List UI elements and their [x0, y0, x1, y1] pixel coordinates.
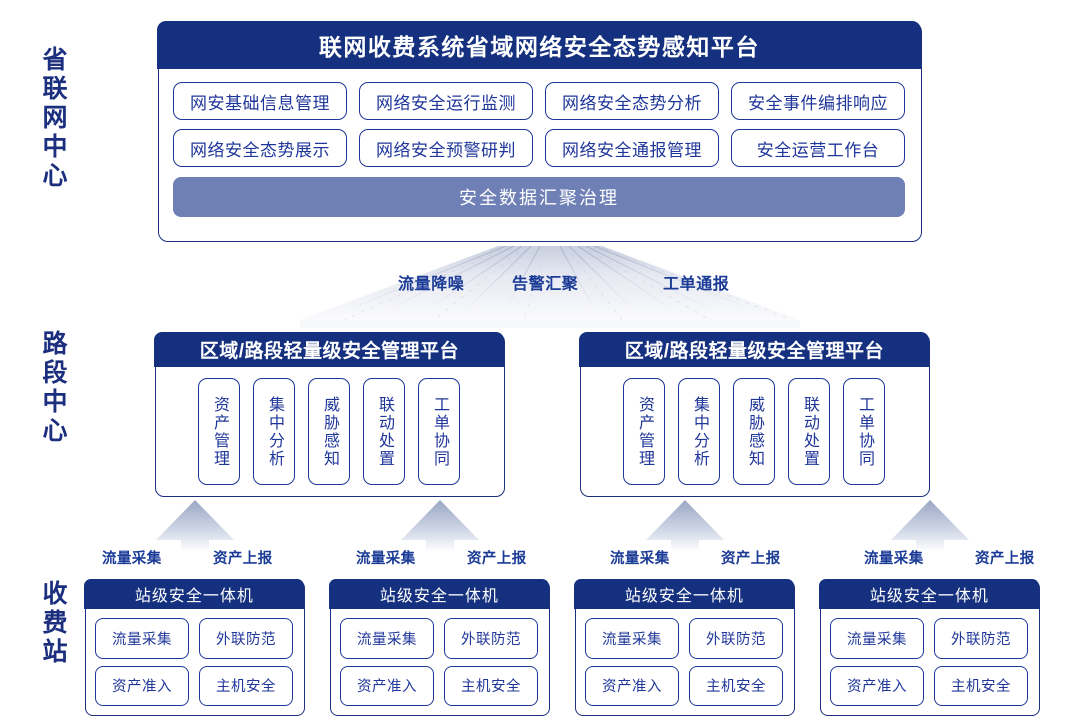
section-0-capability-3[interactable]: 联动处置 [363, 378, 405, 485]
station-3-module-3[interactable]: 主机安全 [934, 665, 1028, 706]
station-1-module-2[interactable]: 资产准入 [340, 665, 434, 706]
province-module-7[interactable]: 安全运营工作台 [731, 129, 905, 167]
station-3-module-0[interactable]: 流量采集 [830, 618, 924, 659]
toll-station-2-modules: 流量采集 外联防范 资产准入 主机安全 [576, 611, 792, 713]
section-0-capability-1[interactable]: 集中分析 [253, 378, 295, 485]
toll-station-3-title: 站级安全一体机 [819, 579, 1040, 610]
section-platform-1: 区域/路段轻量级安全管理平台 资产管理 集中分析 威胁感知 联动处置 工单协同 [579, 332, 930, 497]
province-module-grid: 网安基础信息管理 网络安全运行监测 网络安全态势分析 安全事件编排响应 网络安全… [173, 82, 905, 167]
section-platform-0-capabilities: 资产管理 集中分析 威胁感知 联动处置 工单协同 [156, 369, 502, 494]
station-flow-label-3-report: 资产上报 [975, 551, 1035, 567]
section-platform-1-title: 区域/路段轻量级安全管理平台 [579, 332, 930, 368]
section-1-capability-4[interactable]: 工单协同 [843, 378, 885, 485]
station-0-module-0[interactable]: 流量采集 [95, 618, 189, 659]
station-0-module-3[interactable]: 主机安全 [199, 665, 293, 706]
province-center-panel: 联网收费系统省域网络安全态势感知平台 网安基础信息管理 网络安全运行监测 网络安… [157, 21, 922, 242]
section-0-capability-2[interactable]: 威胁感知 [308, 378, 350, 485]
section-platform-0: 区域/路段轻量级安全管理平台 资产管理 集中分析 威胁感知 联动处置 工单协同 [154, 332, 505, 497]
toll-station-1: 站级安全一体机 流量采集 外联防范 资产准入 主机安全 [329, 579, 550, 716]
province-module-area: 网安基础信息管理 网络安全运行监测 网络安全态势分析 安全事件编排响应 网络安全… [159, 71, 919, 239]
tier-label-province-center: 省联网中心 [39, 46, 67, 191]
station-3-module-1[interactable]: 外联防范 [934, 618, 1028, 659]
section-1-capability-1[interactable]: 集中分析 [678, 378, 720, 485]
station-2-module-2[interactable]: 资产准入 [585, 665, 679, 706]
section-1-capability-0[interactable]: 资产管理 [623, 378, 665, 485]
upward-arrow-icon-1 [401, 500, 479, 552]
upward-arrow-icon-0 [156, 500, 234, 552]
station-2-module-1[interactable]: 外联防范 [689, 618, 783, 659]
province-module-4[interactable]: 网络安全态势展示 [173, 129, 347, 167]
flow-label-ticket-notification: 工单通报 [663, 276, 730, 293]
station-1-module-0[interactable]: 流量采集 [340, 618, 434, 659]
province-module-0[interactable]: 网安基础信息管理 [173, 82, 347, 120]
province-module-1[interactable]: 网络安全运行监测 [359, 82, 533, 120]
station-flow-label-1-report: 资产上报 [467, 551, 527, 567]
province-module-6[interactable]: 网络安全通报管理 [545, 129, 719, 167]
station-flow-label-0-collect: 流量采集 [102, 551, 162, 567]
province-module-2[interactable]: 网络安全态势分析 [545, 82, 719, 120]
station-flow-label-2-report: 资产上报 [721, 551, 781, 567]
toll-station-1-title: 站级安全一体机 [329, 579, 550, 610]
flow-label-alert-aggregation: 告警汇聚 [512, 276, 579, 293]
toll-station-1-modules: 流量采集 外联防范 资产准入 主机安全 [331, 611, 547, 713]
station-flow-label-3-collect: 流量采集 [864, 551, 924, 567]
section-platform-1-capabilities: 资产管理 集中分析 威胁感知 联动处置 工单协同 [581, 369, 927, 494]
upward-arrow-icon-2 [646, 500, 724, 552]
station-flow-label-0-report: 资产上报 [213, 551, 273, 567]
security-data-aggregation-band: 安全数据汇聚治理 [173, 177, 905, 217]
flow-label-traffic-denoise: 流量降噪 [398, 276, 465, 293]
toll-station-0-modules: 流量采集 外联防范 资产准入 主机安全 [86, 611, 302, 713]
toll-station-3-modules: 流量采集 外联防范 资产准入 主机安全 [821, 611, 1037, 713]
toll-station-2: 站级安全一体机 流量采集 外联防范 资产准入 主机安全 [574, 579, 795, 716]
section-0-capability-0[interactable]: 资产管理 [198, 378, 240, 485]
station-1-module-3[interactable]: 主机安全 [444, 665, 538, 706]
station-2-module-0[interactable]: 流量采集 [585, 618, 679, 659]
station-flow-label-2-collect: 流量采集 [610, 551, 670, 567]
tier-label-section-center: 路段中心 [39, 330, 67, 446]
toll-station-2-title: 站级安全一体机 [574, 579, 795, 610]
station-3-module-2[interactable]: 资产准入 [830, 665, 924, 706]
tier-label-toll-station: 收费站 [39, 580, 67, 667]
toll-station-0-title: 站级安全一体机 [84, 579, 305, 610]
toll-station-0: 站级安全一体机 流量采集 外联防范 资产准入 主机安全 [84, 579, 305, 716]
section-platform-0-title: 区域/路段轻量级安全管理平台 [154, 332, 505, 368]
station-2-module-3[interactable]: 主机安全 [689, 665, 783, 706]
province-module-3[interactable]: 安全事件编排响应 [731, 82, 905, 120]
station-1-module-1[interactable]: 外联防范 [444, 618, 538, 659]
station-flow-label-1-collect: 流量采集 [356, 551, 416, 567]
station-0-module-2[interactable]: 资产准入 [95, 665, 189, 706]
section-1-capability-3[interactable]: 联动处置 [788, 378, 830, 485]
toll-station-3: 站级安全一体机 流量采集 外联防范 资产准入 主机安全 [819, 579, 1040, 716]
province-module-5[interactable]: 网络安全预警研判 [359, 129, 533, 167]
section-0-capability-4[interactable]: 工单协同 [418, 378, 460, 485]
section-1-capability-2[interactable]: 威胁感知 [733, 378, 775, 485]
aggregation-funnel-graphic [300, 246, 800, 328]
upward-arrow-icon-3 [891, 500, 969, 552]
province-platform-title: 联网收费系统省域网络安全态势感知平台 [157, 21, 922, 70]
station-0-module-1[interactable]: 外联防范 [199, 618, 293, 659]
